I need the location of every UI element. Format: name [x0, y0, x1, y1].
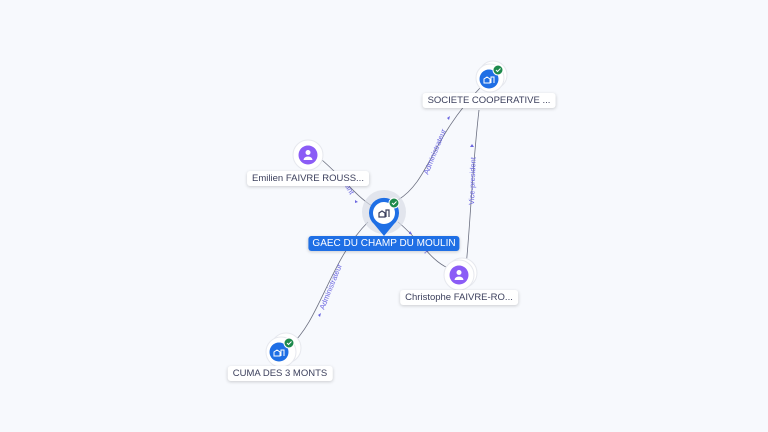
- node-cuma[interactable]: [265, 332, 302, 368]
- building-icon: [483, 76, 495, 84]
- edge-label-christophe-main: t: [422, 249, 431, 256]
- verified-check-icon: [492, 64, 504, 76]
- edge-societe-christophe: [465, 109, 480, 267]
- node-main[interactable]: [362, 190, 406, 236]
- arrow-icon: [470, 144, 474, 147]
- arrow-icon: [318, 313, 321, 317]
- node-emilien[interactable]: [292, 139, 324, 171]
- verified-check-icon: [388, 197, 400, 209]
- node-christophe[interactable]: [443, 257, 478, 291]
- node-label-societe[interactable]: SOCIETE COOPERATIVE ...: [422, 93, 556, 108]
- node-label-christophe[interactable]: Christophe FAIVRE-RO...: [400, 290, 518, 305]
- arrow-icon: [355, 200, 358, 203]
- building-icon: [378, 209, 390, 218]
- building-icon: [273, 349, 285, 357]
- person-icon: [303, 150, 313, 160]
- edge-label-main-societe: Administrateur: [422, 127, 449, 176]
- arrow-icon: [409, 231, 412, 234]
- arrow-icon: [447, 116, 450, 120]
- node-societe[interactable]: [475, 60, 508, 93]
- verified-check-icon: [283, 337, 295, 349]
- node-label-emilien[interactable]: Emilien FAIVRE ROUSS...: [247, 171, 369, 186]
- edge-label-societe-christophe: Vice-president: [467, 156, 478, 205]
- node-label-cuma[interactable]: CUMA DES 3 MONTS: [227, 366, 333, 381]
- person-icon: [454, 270, 464, 280]
- node-label-main[interactable]: GAEC DU CHAMP DU MOULIN: [308, 236, 460, 251]
- edge-label-main-cuma: Administrateur: [318, 262, 345, 311]
